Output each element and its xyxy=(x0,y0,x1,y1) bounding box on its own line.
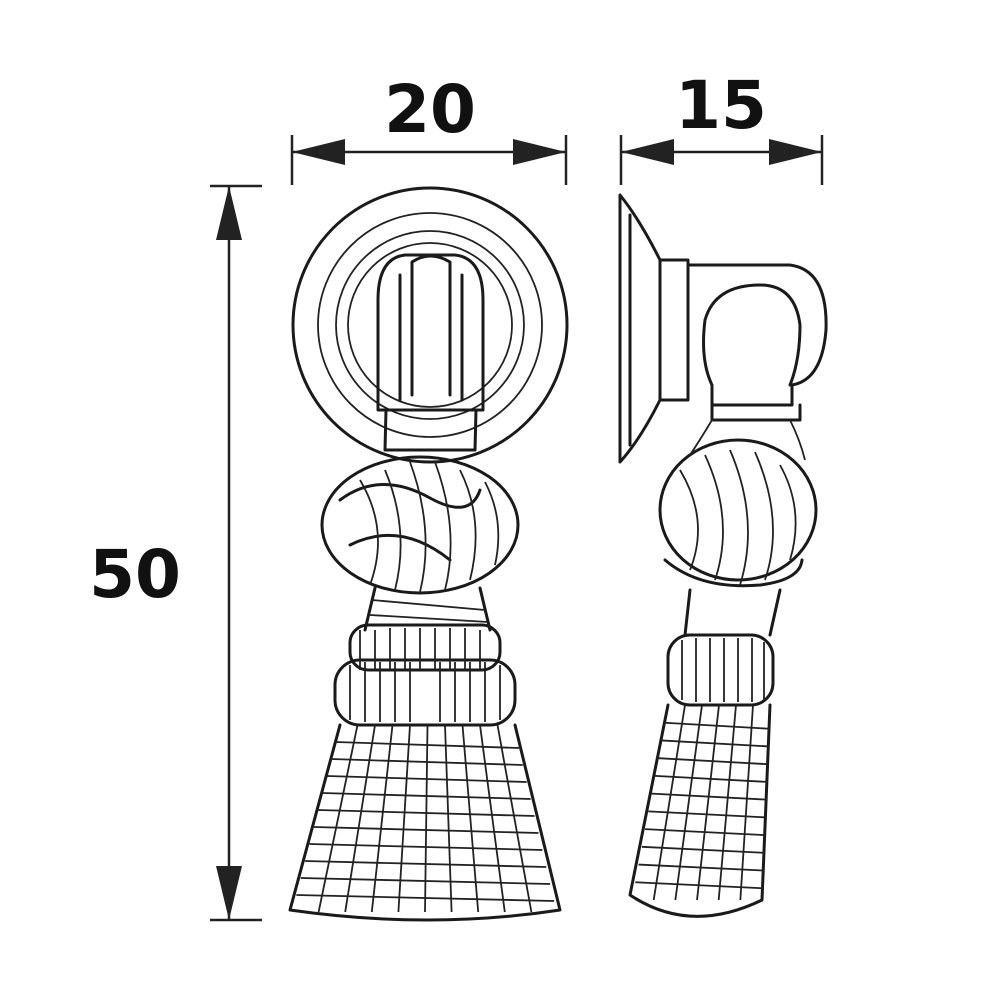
height-label: 50 xyxy=(89,536,181,613)
arrow-left-icon xyxy=(621,139,674,165)
arrow-up-icon xyxy=(216,186,242,240)
arrow-left-icon xyxy=(292,139,345,165)
height-dimension: 50 xyxy=(89,184,262,922)
arrow-right-icon xyxy=(513,139,566,165)
width-dimension: 20 xyxy=(290,71,568,185)
arrow-down-icon xyxy=(216,866,242,920)
width-label: 20 xyxy=(384,71,476,148)
depth-label: 15 xyxy=(675,67,767,144)
front-view xyxy=(288,186,569,922)
depth-dimension: 15 xyxy=(619,67,824,185)
side-view xyxy=(618,193,828,918)
arrow-right-icon xyxy=(769,139,822,165)
